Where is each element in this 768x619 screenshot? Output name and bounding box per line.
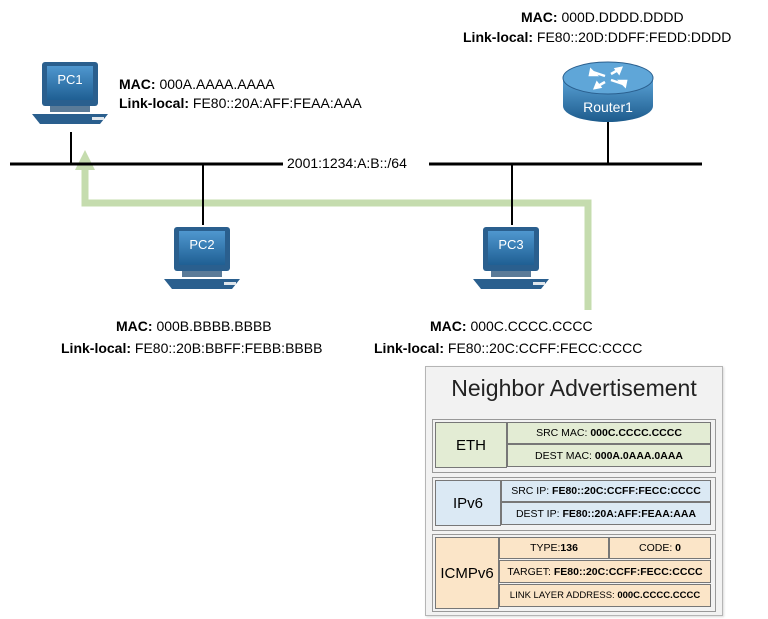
eth-dest-mac: DEST MAC: 000A.0AAA.0AAA bbox=[507, 444, 711, 467]
icmpv6-group bbox=[432, 534, 716, 612]
neighbor-advertisement-packet: Neighbor Advertisement ETH SRC MAC: 000C… bbox=[425, 366, 723, 616]
router1-mac: MAC: 000D.DDDD.DDDD bbox=[521, 9, 684, 25]
ipv6-src-ip: SRC IP: FE80::20C:CCFF:FECC:CCCC bbox=[501, 480, 711, 502]
icmpv6-target: TARGET: FE80::20C:CCFF:FECC:CCCC bbox=[499, 560, 711, 583]
router1-link-local: Link-local: FE80::20D:DDFF:FEDD:DDDD bbox=[463, 29, 732, 45]
pc1-link-local: Link-local: FE80::20A:AFF:FEAA:AAA bbox=[119, 95, 362, 111]
pc2-link-local: Link-local: FE80::20B:BBFF:FEBB:BBBB bbox=[61, 340, 323, 356]
pc2-icon bbox=[164, 227, 240, 289]
eth-src-mac: SRC MAC: 000C.CCCC.CCCC bbox=[507, 422, 711, 444]
router1-name: Router1 bbox=[583, 99, 633, 115]
pc1-icon bbox=[32, 62, 108, 124]
pc2-name: PC2 bbox=[189, 237, 215, 252]
icmpv6-type: TYPE:136 bbox=[499, 537, 609, 559]
arrow-up-icon bbox=[75, 150, 95, 170]
icmpv6-header: ICMPv6 bbox=[435, 537, 499, 609]
ipv6-header: IPv6 bbox=[435, 480, 501, 526]
ipv6-dest-ip: DEST IP: FE80::20A:AFF:FEAA:AAA bbox=[501, 502, 711, 525]
pc2-mac: MAC: 000B.BBBB.BBBB bbox=[116, 318, 272, 334]
pc3-icon bbox=[473, 227, 549, 289]
eth-group bbox=[432, 419, 716, 473]
icmpv6-link-layer-address: LINK LAYER ADDRESS: 000C.CCCC.CCCC bbox=[499, 584, 711, 607]
router-icon bbox=[562, 61, 654, 122]
eth-header: ETH bbox=[435, 422, 507, 468]
pc1-mac: MAC: 000A.AAAA.AAAA bbox=[119, 76, 275, 92]
icmpv6-code: CODE: 0 bbox=[609, 537, 711, 559]
pc1-name: PC1 bbox=[57, 72, 83, 87]
packet-title: Neighbor Advertisement bbox=[451, 375, 697, 401]
pc3-name: PC3 bbox=[498, 237, 524, 252]
pc3-link-local: Link-local: FE80::20C:CCFF:FECC:CCCC bbox=[374, 340, 643, 356]
ipv6-group bbox=[432, 477, 716, 531]
subnet-label: 2001:1234:A:B::/64 bbox=[285, 155, 409, 172]
pc3-mac: MAC: 000C.CCCC.CCCC bbox=[430, 318, 593, 334]
